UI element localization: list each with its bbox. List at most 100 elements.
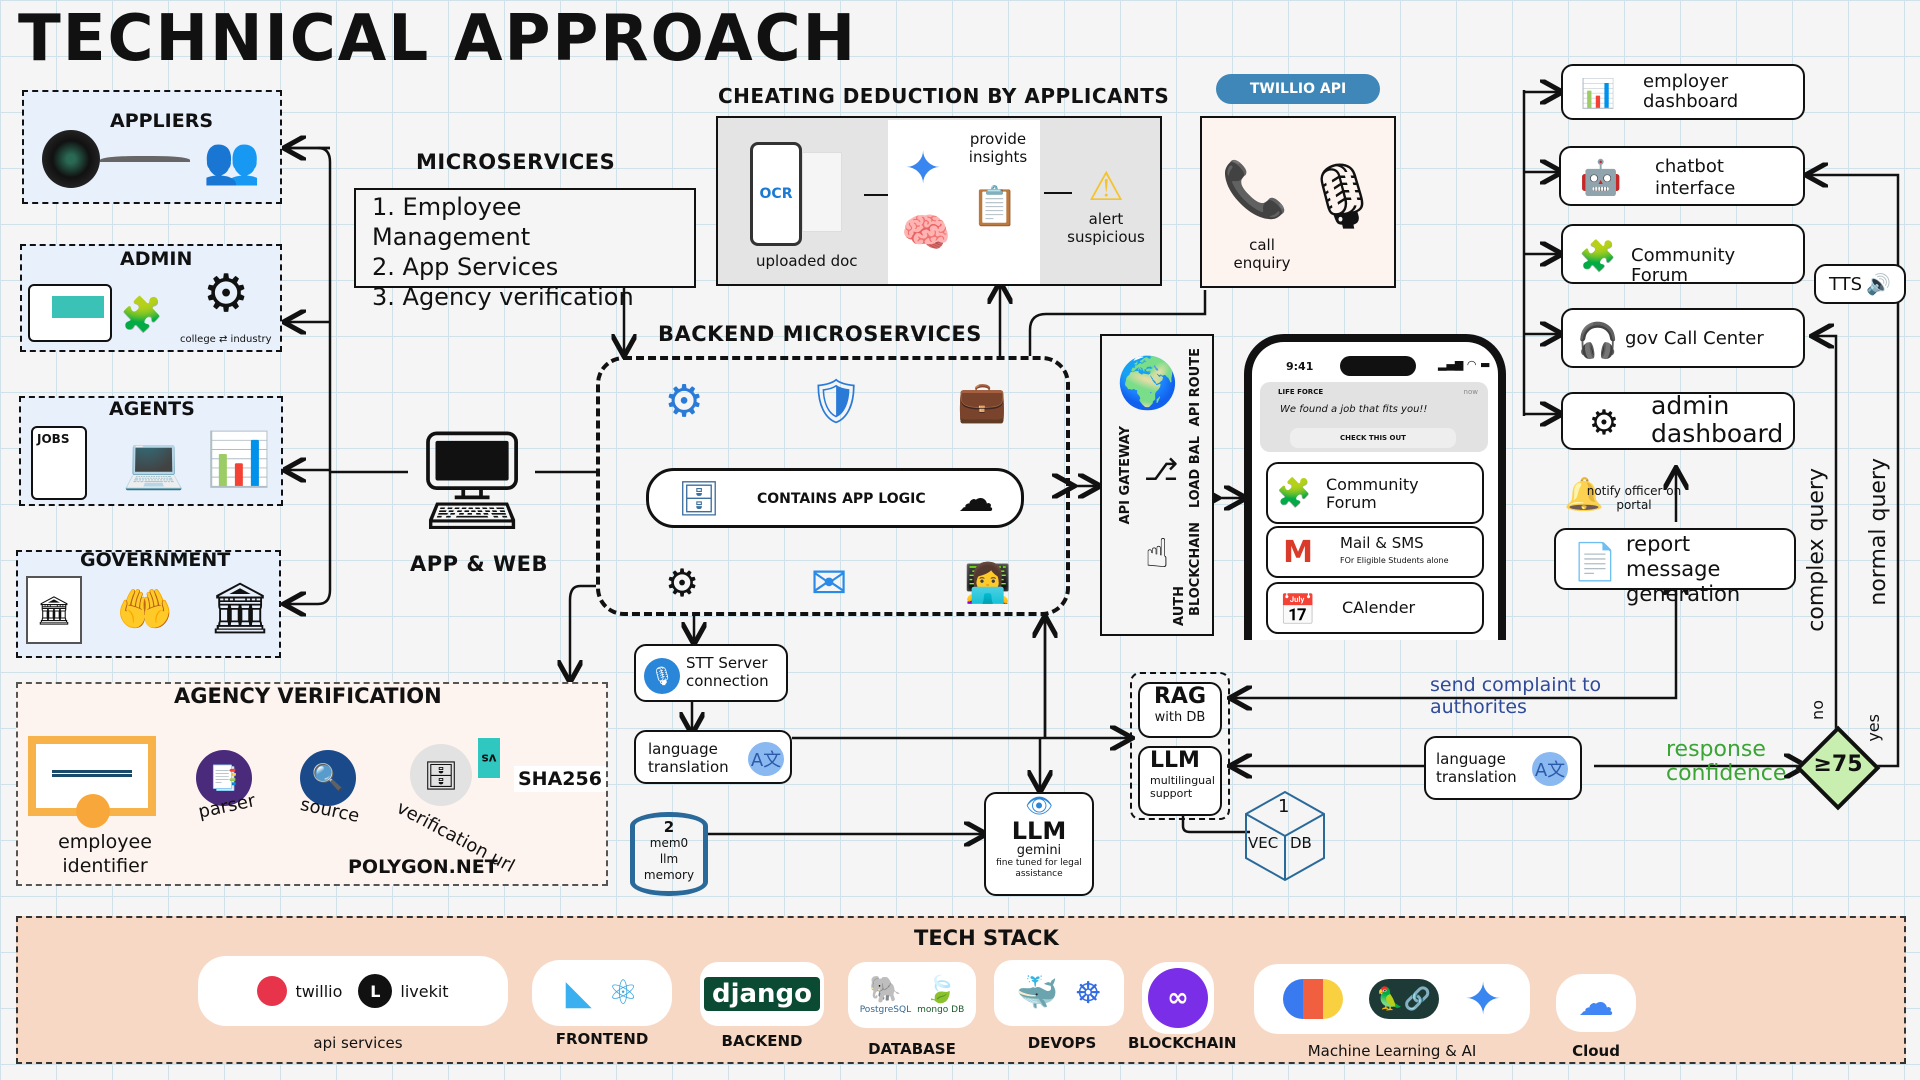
analytics-icon: 📊 [1580, 76, 1616, 110]
rag-box[interactable]: RAG with DB [1138, 682, 1222, 738]
polygon-icon: ∞ [1148, 968, 1208, 1028]
livekit-label: livekit [400, 981, 449, 1001]
globe-icon: 🌍 [1116, 353, 1180, 412]
call-enquiry-label: call enquiry [1233, 236, 1291, 272]
road-icon [100, 156, 190, 166]
tts-box[interactable]: TTS 🔊 [1814, 264, 1906, 304]
app-web-label: APP & WEB [410, 552, 548, 576]
output-employer-dashboard[interactable]: 📊 employer dashboard [1561, 64, 1805, 120]
output-label: gov Call Center [1625, 328, 1764, 349]
no-label: no [1808, 700, 1827, 720]
tts-label: TTS [1828, 273, 1863, 295]
actor-government[interactable]: GOVERNMENT 🏛 🤲 🏛 [16, 549, 281, 658]
students-icon: 👥 [203, 132, 261, 187]
page-title: TECHNICAL APPROACH [18, 2, 858, 76]
developer-icon: 💻 [122, 433, 186, 492]
settings-click-icon: ⚙ [664, 561, 700, 605]
report-message-box[interactable]: 📄 report message generation [1554, 528, 1796, 606]
output-chatbot[interactable]: 🤖 chatbot interface [1559, 146, 1805, 206]
postgres-label: PostgreSQL [859, 1005, 912, 1015]
community-icon: 🧩 [1276, 475, 1312, 509]
send-complaint-label: send complaint to authorites [1430, 674, 1602, 718]
ocr-label: OCR [759, 186, 793, 202]
hiring-icon: 💼 [957, 378, 1007, 425]
language-translation-box-2[interactable]: language translation A文 [1424, 736, 1582, 800]
llm-multilingual-box[interactable]: LLM multilingual support [1138, 746, 1222, 816]
app-logic-core[interactable]: 🗄 CONTAINS APP LOGIC ☁ [646, 468, 1024, 528]
lang-label: language translation [1436, 750, 1517, 786]
stt-server-box[interactable]: 🎙 STT Server connection [634, 644, 788, 702]
speaker-icon: 🔊 [1866, 272, 1891, 296]
growth-chart-icon: 📊 [206, 429, 272, 490]
eye-icon: 👁 [1025, 794, 1053, 819]
stack-caption: BACKEND [721, 1032, 803, 1050]
microservices-heading: MICROSERVICES [416, 150, 616, 174]
notification-app: LIFE FORCE [1278, 388, 1324, 396]
agency-verification-panel: AGENCY VERIFICATION employee identifier … [16, 682, 608, 886]
output-label: employer dashboard [1643, 71, 1739, 112]
llm-gemini-box[interactable]: 👁 LLM gemini fine tuned for legal assist… [984, 792, 1094, 896]
llm-note: fine tuned for legal assistance [996, 858, 1082, 879]
output-gov-call-center[interactable]: 🎧 gov Call Center [1561, 308, 1805, 368]
output-label: chatbot interface [1655, 156, 1736, 199]
server-icon: 🗄 [677, 479, 721, 519]
mail-notification-icon: ✉ [810, 557, 848, 609]
docker-icon: 🐳 [1016, 973, 1059, 1013]
gemini-sparkle-icon: ✦ [904, 142, 942, 194]
twilio-panel[interactable]: 📞 🎙 call enquiry [1200, 116, 1396, 288]
ai-brain-icon: 🧠 [901, 209, 951, 256]
stack-cloud: ☁ [1556, 974, 1636, 1032]
stack-caption: Machine Learning & AI [1307, 1042, 1477, 1060]
actor-agents[interactable]: AGENTS JOBS 💻 📊 [19, 396, 283, 506]
notification-card[interactable]: LIFE FORCE now We found a job that fits … [1260, 382, 1488, 452]
stack-caption: api services [313, 1034, 403, 1052]
support-agent-icon: 👩‍💻 [964, 560, 1012, 605]
phone-item-label: Mail & SMS [1340, 534, 1424, 552]
twilio-api-badge: TWILLIO API [1216, 74, 1380, 104]
security-shield-icon: 🛡 [808, 376, 864, 427]
warning-icon: ⚠ [1088, 164, 1124, 210]
admin-settings-icon: ⚙ [1588, 403, 1620, 443]
twilio-label: twillio [295, 981, 343, 1001]
output-admin-dashboard[interactable]: ⚙ admin dashboard [1561, 392, 1795, 450]
vs-badge: vs [478, 738, 500, 778]
stack-caption: BLOCKCHAIN [1128, 1034, 1237, 1052]
check-this-out-button[interactable]: CHECK THIS OUT [1290, 428, 1456, 448]
actor-appliers[interactable]: APPLIERS 👥 [22, 90, 282, 204]
output-community-forum[interactable]: 🧩 Community Forum [1561, 224, 1805, 286]
memory-db-line: memory [643, 868, 695, 882]
language-translation-box-1[interactable]: language translation A文 [634, 730, 792, 784]
google-cloud-icon: ☁ [1578, 982, 1614, 1024]
phone-item-community[interactable]: 🧩 Community Forum [1266, 462, 1484, 524]
phone-item-calendar[interactable]: 📅 CAlender [1266, 582, 1484, 634]
call-agent-icon: 🎧 [1576, 321, 1620, 361]
calendar-icon: 📅 [1279, 592, 1317, 628]
twilio-logo: twillio [257, 976, 342, 1006]
camera-icon [42, 130, 100, 188]
status-icons: ▂▄▆ ◠ ▬ [1438, 358, 1491, 371]
rag-llm-group: RAG with DB LLM multilingual support [1130, 672, 1230, 820]
llm-title: LLM [1011, 817, 1067, 845]
actor-admin[interactable]: ADMIN 🧩 ⚙ college ⇄ industry [20, 244, 282, 352]
phone-item-mail[interactable]: M Mail & SMS FOr Eligible Students alone [1266, 526, 1484, 578]
app-web-icon: 🖥 [411, 423, 533, 536]
stack-caption: Cloud [1572, 1042, 1620, 1060]
llm-subtitle: gemini [1016, 843, 1062, 858]
backend-heading: BACKEND MICROSERVICES [658, 322, 982, 346]
memory-db-line: mem0 [649, 836, 689, 850]
stack-devops: 🐳 ☸ [994, 960, 1124, 1026]
app-logic-label: CONTAINS APP LOGIC [757, 491, 926, 507]
microphone-icon: 🎙 [644, 658, 680, 694]
bell-icon: 🔔 [1564, 475, 1604, 513]
admin-label: ADMIN [120, 248, 193, 270]
appliers-label: APPLIERS [110, 110, 214, 132]
rag-subtitle: with DB [1154, 710, 1206, 725]
arrow [1044, 192, 1072, 194]
gmail-icon: M [1283, 534, 1313, 570]
fingerprint-icon: ☝ [1144, 531, 1170, 577]
ocr-phone-icon: OCR [750, 142, 802, 246]
memory-db: 2 mem0 llm memory [630, 812, 708, 896]
notification-message: We found a job that fits you!! [1280, 404, 1428, 415]
source-label: source [298, 794, 362, 827]
